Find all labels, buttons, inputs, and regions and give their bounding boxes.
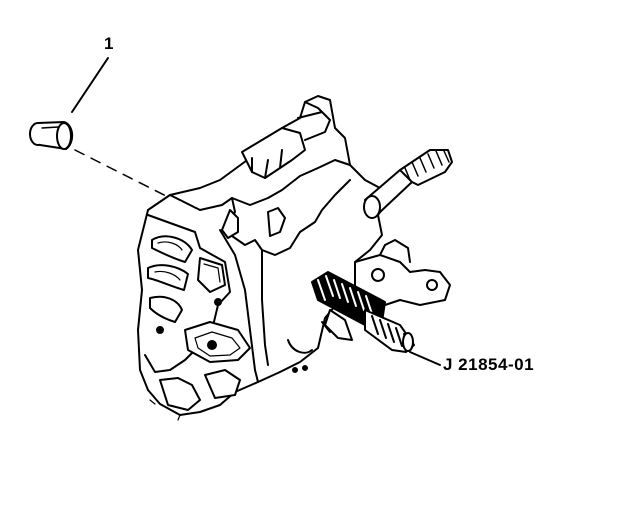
callout-1-leader [71,57,109,113]
fuel-inlet-fitting [363,149,453,219]
tool-callout-label: J 21854-01 [443,355,535,374]
callout-number-1: 1 [104,34,114,53]
installation-dashed-line [74,149,171,199]
tool-leader [409,351,441,366]
gasket-face [144,214,251,421]
special-tool [311,271,415,353]
plug-part [29,121,74,150]
